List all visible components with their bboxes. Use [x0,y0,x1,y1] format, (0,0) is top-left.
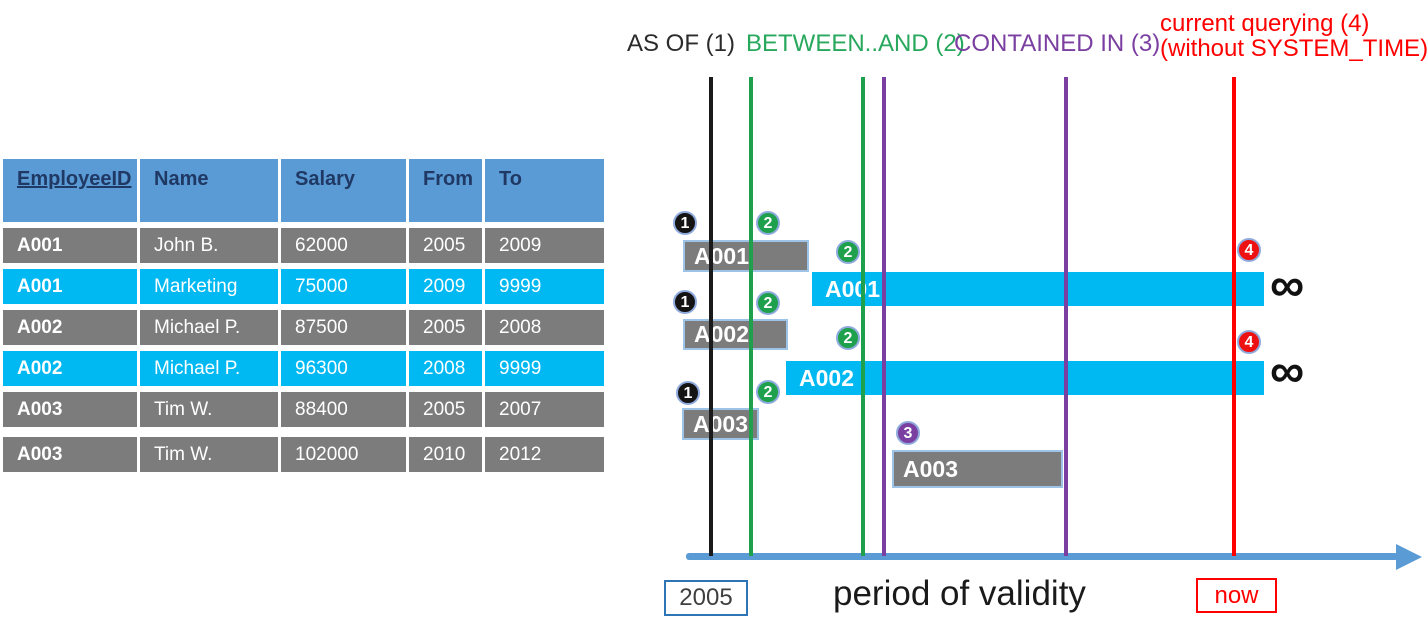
bar-a003-history-1: A003 [682,408,759,440]
cell-from: 2009 [409,269,482,304]
header-name: Name [140,159,278,222]
bar-a002-current: A002 [786,361,1264,395]
infinity-symbol-a001: ∞ [1270,259,1305,312]
table-row: A001 John B. 62000 2005 2009 [3,228,604,263]
cell-name: Marketing [140,269,278,304]
time-axis-arrowhead-icon [1396,544,1422,570]
infinity-symbol-a002: ∞ [1270,345,1305,398]
legend-contained-in: CONTAINED IN (3) [954,30,1161,57]
marker-4: 4 [1237,330,1261,354]
cell-from: 2010 [409,437,482,472]
marker-4: 4 [1237,238,1261,262]
marker-2: 2 [836,326,860,350]
cell-from: 2005 [409,310,482,345]
axis-now-label: now [1196,578,1277,613]
as-of-line [709,77,713,556]
table-row: A002 Michael P. 87500 2005 2008 [3,310,604,345]
between-start-line [749,77,753,556]
cell-name: Tim W. [140,392,278,427]
table-header-row: EmployeeID Name Salary From To [3,159,604,222]
cell-to: 9999 [485,269,604,304]
cell-name: Michael P. [140,310,278,345]
cell-salary: 96300 [281,351,406,386]
between-end-line [861,77,865,556]
legend-current-querying-line2: (without SYSTEM_TIME) [1160,35,1428,62]
axis-title: period of validity [833,574,1086,613]
header-employeeid: EmployeeID [3,159,137,222]
cell-employeeid: A002 [3,310,137,345]
legend-between-and: BETWEEN..AND (2) [746,30,965,57]
bar-a003-history-2: A003 [892,450,1063,488]
cell-name: John B. [140,228,278,263]
marker-2: 2 [756,211,780,235]
marker-2: 2 [836,240,860,264]
cell-from: 2005 [409,392,482,427]
table-row: A001 Marketing 75000 2009 9999 [3,269,604,304]
cell-salary: 102000 [281,437,406,472]
axis-start-label: 2005 [664,580,748,616]
contained-start-line [882,77,886,556]
employee-table: EmployeeID Name Salary From To A001 John… [3,159,604,478]
cell-employeeid: A001 [3,269,137,304]
marker-3: 3 [896,421,920,445]
cell-to: 2012 [485,437,604,472]
marker-1: 1 [673,211,697,235]
now-line [1232,77,1236,556]
table-row: A002 Michael P. 96300 2008 9999 [3,351,604,386]
cell-employeeid: A003 [3,437,137,472]
table-row: A003 Tim W. 88400 2005 2007 [3,392,604,427]
legend-current-querying: current querying (4) (without SYSTEM_TIM… [1160,11,1428,61]
marker-2: 2 [756,291,780,315]
bar-a002-history: A002 [683,319,788,350]
bar-a001-history: A001 [683,240,809,272]
cell-to: 2007 [485,392,604,427]
table-row: A003 Tim W. 102000 2010 2012 [3,437,604,472]
time-axis [686,553,1398,560]
marker-1: 1 [676,381,700,405]
cell-to: 2009 [485,228,604,263]
header-to: To [485,159,604,222]
bar-a001-current: A001 [812,272,1264,306]
marker-1: 1 [673,290,697,314]
cell-salary: 88400 [281,392,406,427]
contained-end-line [1064,77,1068,556]
cell-from: 2008 [409,351,482,386]
header-salary: Salary [281,159,406,222]
header-from: From [409,159,482,222]
cell-to: 9999 [485,351,604,386]
cell-from: 2005 [409,228,482,263]
cell-employeeid: A002 [3,351,137,386]
cell-salary: 75000 [281,269,406,304]
legend-current-querying-line1: current querying (4) [1160,10,1370,37]
cell-name: Tim W. [140,437,278,472]
cell-salary: 62000 [281,228,406,263]
cell-employeeid: A001 [3,228,137,263]
cell-name: Michael P. [140,351,278,386]
cell-employeeid: A003 [3,392,137,427]
cell-to: 2008 [485,310,604,345]
legend-as-of: AS OF (1) [627,30,736,57]
cell-salary: 87500 [281,310,406,345]
marker-2: 2 [756,380,780,404]
